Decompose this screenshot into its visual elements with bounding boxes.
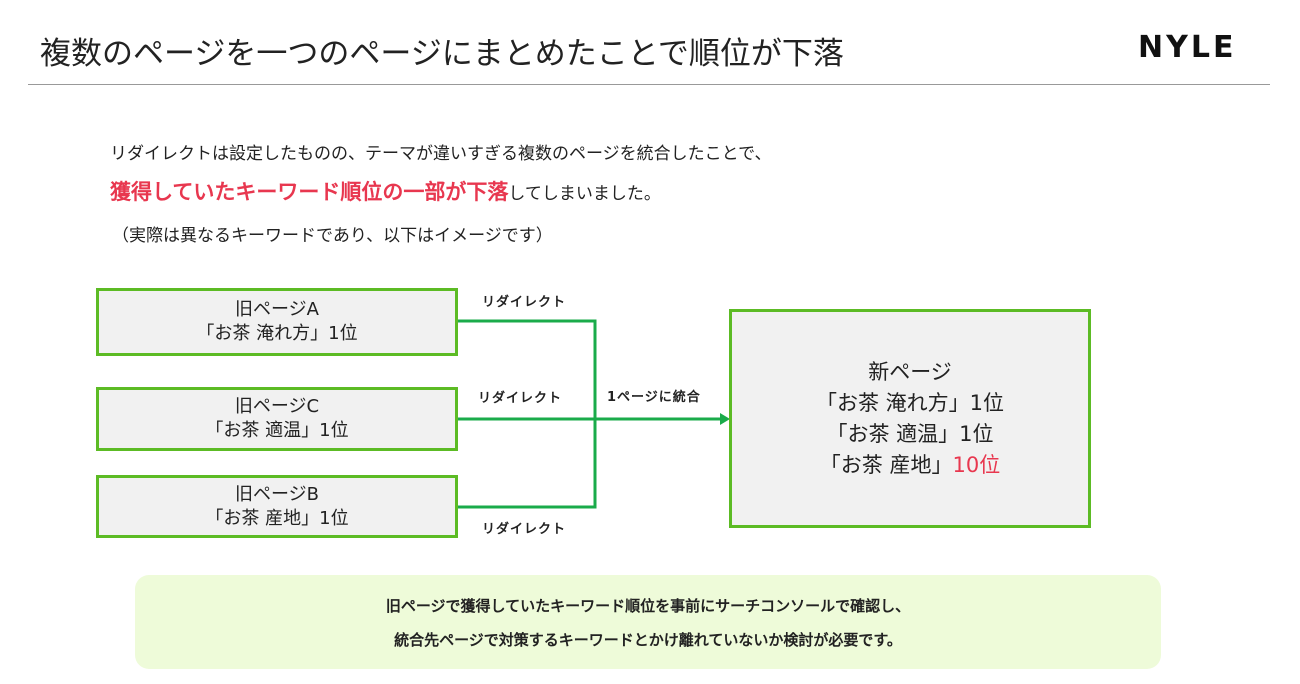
old-page-keyword: 「お茶 淹れ方」1位 — [196, 323, 358, 344]
new-page-name: 新ページ — [868, 359, 952, 384]
rank-dropped: 10位 — [952, 452, 1001, 477]
old-page-b-box: 旧ページB 「お茶 産地」1位 — [96, 475, 458, 538]
title-divider — [28, 84, 1270, 85]
old-page-name: 旧ページA — [235, 299, 319, 320]
keyword: 「お茶 適温」 — [826, 421, 960, 446]
redirect-label-c: リダイレクト — [478, 391, 563, 406]
keyword: 「お茶 産地」 — [819, 452, 953, 477]
note-box: 旧ページで獲得していたキーワード順位を事前にサーチコンソールで確認し、 統合先ペ… — [135, 575, 1161, 669]
old-page-name: 旧ページB — [235, 483, 319, 505]
arrow-head-icon — [720, 413, 730, 425]
rank: 1位 — [959, 421, 994, 446]
intro-highlight: 獲得していたキーワード順位の一部が下落 — [110, 180, 509, 204]
new-page-row: 「お茶 産地」10位 — [732, 450, 1088, 481]
old-page-keyword: 「お茶 適温」1位 — [205, 420, 349, 441]
keyword: 「お茶 淹れ方」 — [815, 390, 970, 415]
nyle-logo: NYLE — [1138, 30, 1237, 65]
new-page-box: 新ページ 「お茶 淹れ方」1位 「お茶 適温」1位 「お茶 産地」10位 — [729, 309, 1091, 528]
intro-line-2: 獲得していたキーワード順位の一部が下落してしまいました。 — [110, 176, 661, 206]
old-page-c-box: 旧ページC 「お茶 適温」1位 — [96, 387, 458, 451]
redirect-label-b: リダイレクト — [482, 522, 567, 537]
old-page-a-box: 旧ページA 「お茶 淹れ方」1位 — [96, 288, 458, 356]
connector-a — [458, 319, 597, 509]
page-title: 複数のページを一つのページにまとめたことで順位が下落 — [40, 36, 844, 72]
intro-line-3: （実際は異なるキーワードであり、以下はイメージです） — [112, 226, 553, 246]
merge-label: 1ページに統合 — [607, 390, 701, 405]
rank: 1位 — [969, 390, 1005, 415]
new-page-row: 「お茶 適温」1位 — [732, 419, 1088, 450]
note-line-1: 旧ページで獲得していたキーワード順位を事前にサーチコンソールで確認し、 — [385, 597, 911, 615]
note-line-2: 統合先ページで対策するキーワードとかけ離れていないか検討が必要です。 — [394, 631, 902, 649]
intro-line-2-rest: してしまいました。 — [508, 184, 661, 204]
new-page-row: 「お茶 淹れ方」1位 — [732, 388, 1088, 419]
intro-line-1: リダイレクトは設定したものの、テーマが違いすぎる複数のページを統合したことで、 — [110, 144, 772, 164]
old-page-keyword: 「お茶 産地」1位 — [205, 507, 349, 529]
redirect-label-a: リダイレクト — [482, 295, 567, 310]
old-page-name: 旧ページC — [234, 396, 320, 417]
